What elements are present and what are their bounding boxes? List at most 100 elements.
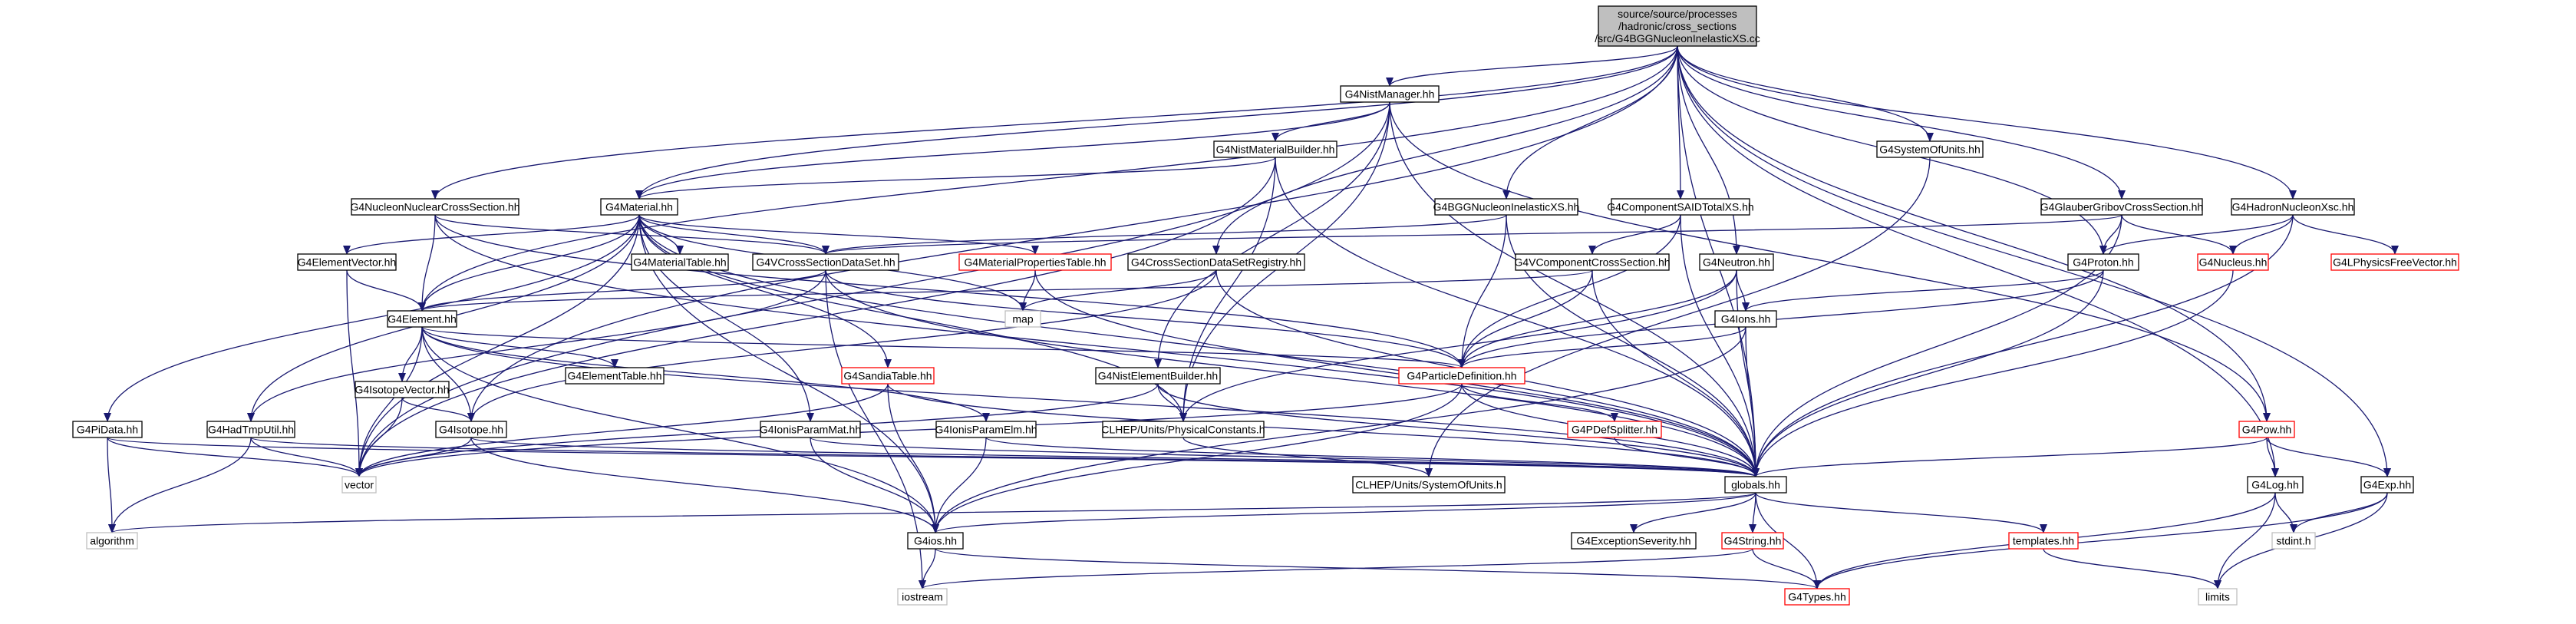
node-elemtable[interactable]: G4ElementTable.hh: [565, 367, 665, 385]
edge-pdefsplit-to-globals: [1614, 437, 1760, 477]
edge-root-to-pow: [1677, 45, 2271, 422]
node-box: [435, 421, 507, 438]
node-label: iostream: [902, 591, 943, 603]
node-label: CLHEP/Units/SystemOfUnits.h: [1355, 479, 1502, 491]
edge-exp-to-stdint: [2290, 492, 2388, 533]
node-isovec[interactable]: G4IsotopeVector.hh: [355, 381, 450, 398]
node-nistelb[interactable]: G4NistElementBuilder.hh: [1095, 367, 1221, 385]
node-physfree[interactable]: G4LPhysicsFreeVector.hh: [2330, 253, 2459, 271]
node-label: G4LPhysicsFreeVector.hh: [2333, 256, 2457, 269]
node-nncs[interactable]: G4NucleonNuclearCrossSection.hh: [351, 198, 520, 216]
node-clhepunits[interactable]: CLHEP/Units/SystemOfUnits.h: [1352, 476, 1506, 494]
node-ioniselm[interactable]: G4IonisParamElm.hh: [935, 421, 1037, 438]
node-box: [351, 198, 519, 216]
node-g4string[interactable]: G4String.hh: [1721, 532, 1784, 550]
node-pidata[interactable]: G4PiData.hh: [72, 421, 143, 438]
edge-pow-to-globals: [1752, 437, 2268, 477]
node-physconst[interactable]: CLHEP/Units/PhysicalConstants.h: [1101, 421, 1265, 438]
node-exp[interactable]: G4Exp.hh: [2360, 476, 2414, 494]
node-box: [1598, 5, 1757, 47]
edge-vcsds-to-hadtmp: [247, 269, 826, 422]
edge-root-to-exp: [1677, 45, 2391, 477]
edge-vcsds-to-element: [418, 269, 826, 312]
node-log[interactable]: G4Log.hh: [2247, 476, 2304, 494]
node-ionismat[interactable]: G4IonisParamMat.hh: [760, 421, 861, 438]
node-hadtmp[interactable]: G4HadTmpUtil.hh: [206, 421, 295, 438]
edge-vcsds-to-iostream: [825, 269, 926, 589]
edge-sandia-to-g4ios: [887, 383, 939, 533]
node-label: G4Log.hh: [2251, 479, 2299, 491]
node-hadnuc[interactable]: G4HadronNucleonXsc.hh: [2231, 198, 2355, 216]
node-templates[interactable]: templates.hh: [2008, 532, 2079, 550]
nodes: source/source/processes/hadronic/cross_s…: [72, 5, 2459, 606]
node-mattable[interactable]: G4MaterialTable.hh: [631, 253, 729, 271]
node-label: source/source/processes: [1618, 8, 1737, 20]
node-compsaid[interactable]: G4ComponentSAIDTotalXS.hh: [1607, 198, 1754, 216]
edge-neutron-to-physconst: [1179, 269, 1737, 422]
node-label: /hadronic/cross_sections: [1618, 20, 1737, 32]
edge-g4string-to-g4types: [1752, 548, 1821, 589]
node-box: [1724, 476, 1787, 494]
node-box: [1571, 532, 1697, 550]
node-csdsreg[interactable]: G4CrossSectionDataSetRegistry.hh: [1127, 253, 1305, 271]
node-isotope[interactable]: G4Isotope.hh: [435, 421, 507, 438]
node-label: G4BGGNucleonInelasticXS.hh: [1433, 201, 1580, 213]
node-label: globals.hh: [1731, 479, 1780, 491]
node-sysunits[interactable]: G4SystemOfUnits.hh: [1876, 140, 1984, 158]
node-label: G4VComponentCrossSection.hh: [1514, 256, 1670, 269]
node-label: G4Exp.hh: [2363, 479, 2411, 491]
node-elemvec[interactable]: G4ElementVector.hh: [297, 253, 397, 271]
node-proton[interactable]: G4Proton.hh: [2067, 253, 2139, 271]
node-globals[interactable]: globals.hh: [1724, 476, 1787, 494]
node-nucleus[interactable]: G4Nucleus.hh: [2197, 253, 2269, 271]
node-glauber[interactable]: G4GlauberGribovCrossSection.hh: [2040, 198, 2203, 216]
node-box: [2197, 253, 2269, 271]
node-g4types[interactable]: G4Types.hh: [1784, 588, 1850, 606]
node-bggxs[interactable]: G4BGGNucleonInelasticXS.hh: [1433, 198, 1580, 216]
edge-root-to-sysunits: [1677, 45, 1934, 142]
node-label: CLHEP/Units/PhysicalConstants.h: [1101, 424, 1265, 436]
node-label: G4MaterialTable.hh: [633, 256, 726, 269]
node-label: G4CrossSectionDataSetRegistry.hh: [1131, 256, 1301, 269]
edge-hadnuc-to-proton: [2099, 214, 2294, 255]
edge-nncs-to-element: [418, 214, 436, 312]
node-ions[interactable]: G4Ions.hh: [1714, 310, 1777, 328]
node-root[interactable]: source/source/processes/hadronic/cross_s…: [1595, 5, 1760, 47]
edge-nistmgr-to-globals: [1389, 101, 1760, 477]
node-box: [2271, 532, 2316, 550]
node-sandia[interactable]: G4SandiaTable.hh: [841, 367, 935, 385]
node-matprop[interactable]: G4MaterialPropertiesTable.hh: [958, 253, 1112, 271]
node-neutron[interactable]: G4Neutron.hh: [1699, 253, 1774, 271]
edge-material-to-element: [418, 214, 640, 312]
node-box: [2330, 253, 2459, 271]
node-box: [841, 367, 935, 385]
node-label: G4ElementVector.hh: [298, 256, 396, 269]
edge-partdef-to-vector: [355, 383, 1463, 477]
node-pow[interactable]: G4Pow.hh: [2238, 421, 2295, 438]
edge-element-to-g4ios: [421, 326, 939, 533]
edge-isovec-to-vector: [355, 397, 403, 477]
node-vcsds[interactable]: G4VCrossSectionDataSet.hh: [752, 253, 899, 271]
edge-root-to-csdsreg: [1212, 45, 1678, 255]
node-box: [760, 421, 861, 438]
node-nistmatb[interactable]: G4NistMaterialBuilder.hh: [1213, 140, 1337, 158]
node-box: [297, 253, 397, 271]
edge-templates-to-limits: [2043, 548, 2221, 589]
node-element[interactable]: G4Element.hh: [387, 310, 457, 328]
node-box: [1127, 253, 1305, 271]
node-material[interactable]: G4Material.hh: [600, 198, 678, 216]
edge-material-to-ionismat: [638, 214, 814, 422]
edge-log-to-stdint: [2274, 492, 2297, 533]
edge-globals-to-g4string: [1749, 492, 1757, 533]
node-pdefsplit[interactable]: G4PDefSplitter.hh: [1567, 421, 1662, 438]
edge-root-to-isotope: [467, 45, 1678, 422]
node-box: [600, 198, 678, 216]
node-vcompcs[interactable]: G4VComponentCrossSection.hh: [1514, 253, 1671, 271]
node-excsev[interactable]: G4ExceptionSeverity.hh: [1571, 532, 1697, 550]
node-g4ios[interactable]: G4ios.hh: [907, 532, 964, 550]
node-partdef[interactable]: G4ParticleDefinition.hh: [1398, 367, 1525, 385]
edge-vcsds-to-partdef: [825, 269, 1466, 368]
node-label: G4NucleonNuclearCrossSection.hh: [351, 201, 520, 213]
node-nistmgr[interactable]: G4NistManager.hh: [1340, 85, 1440, 103]
